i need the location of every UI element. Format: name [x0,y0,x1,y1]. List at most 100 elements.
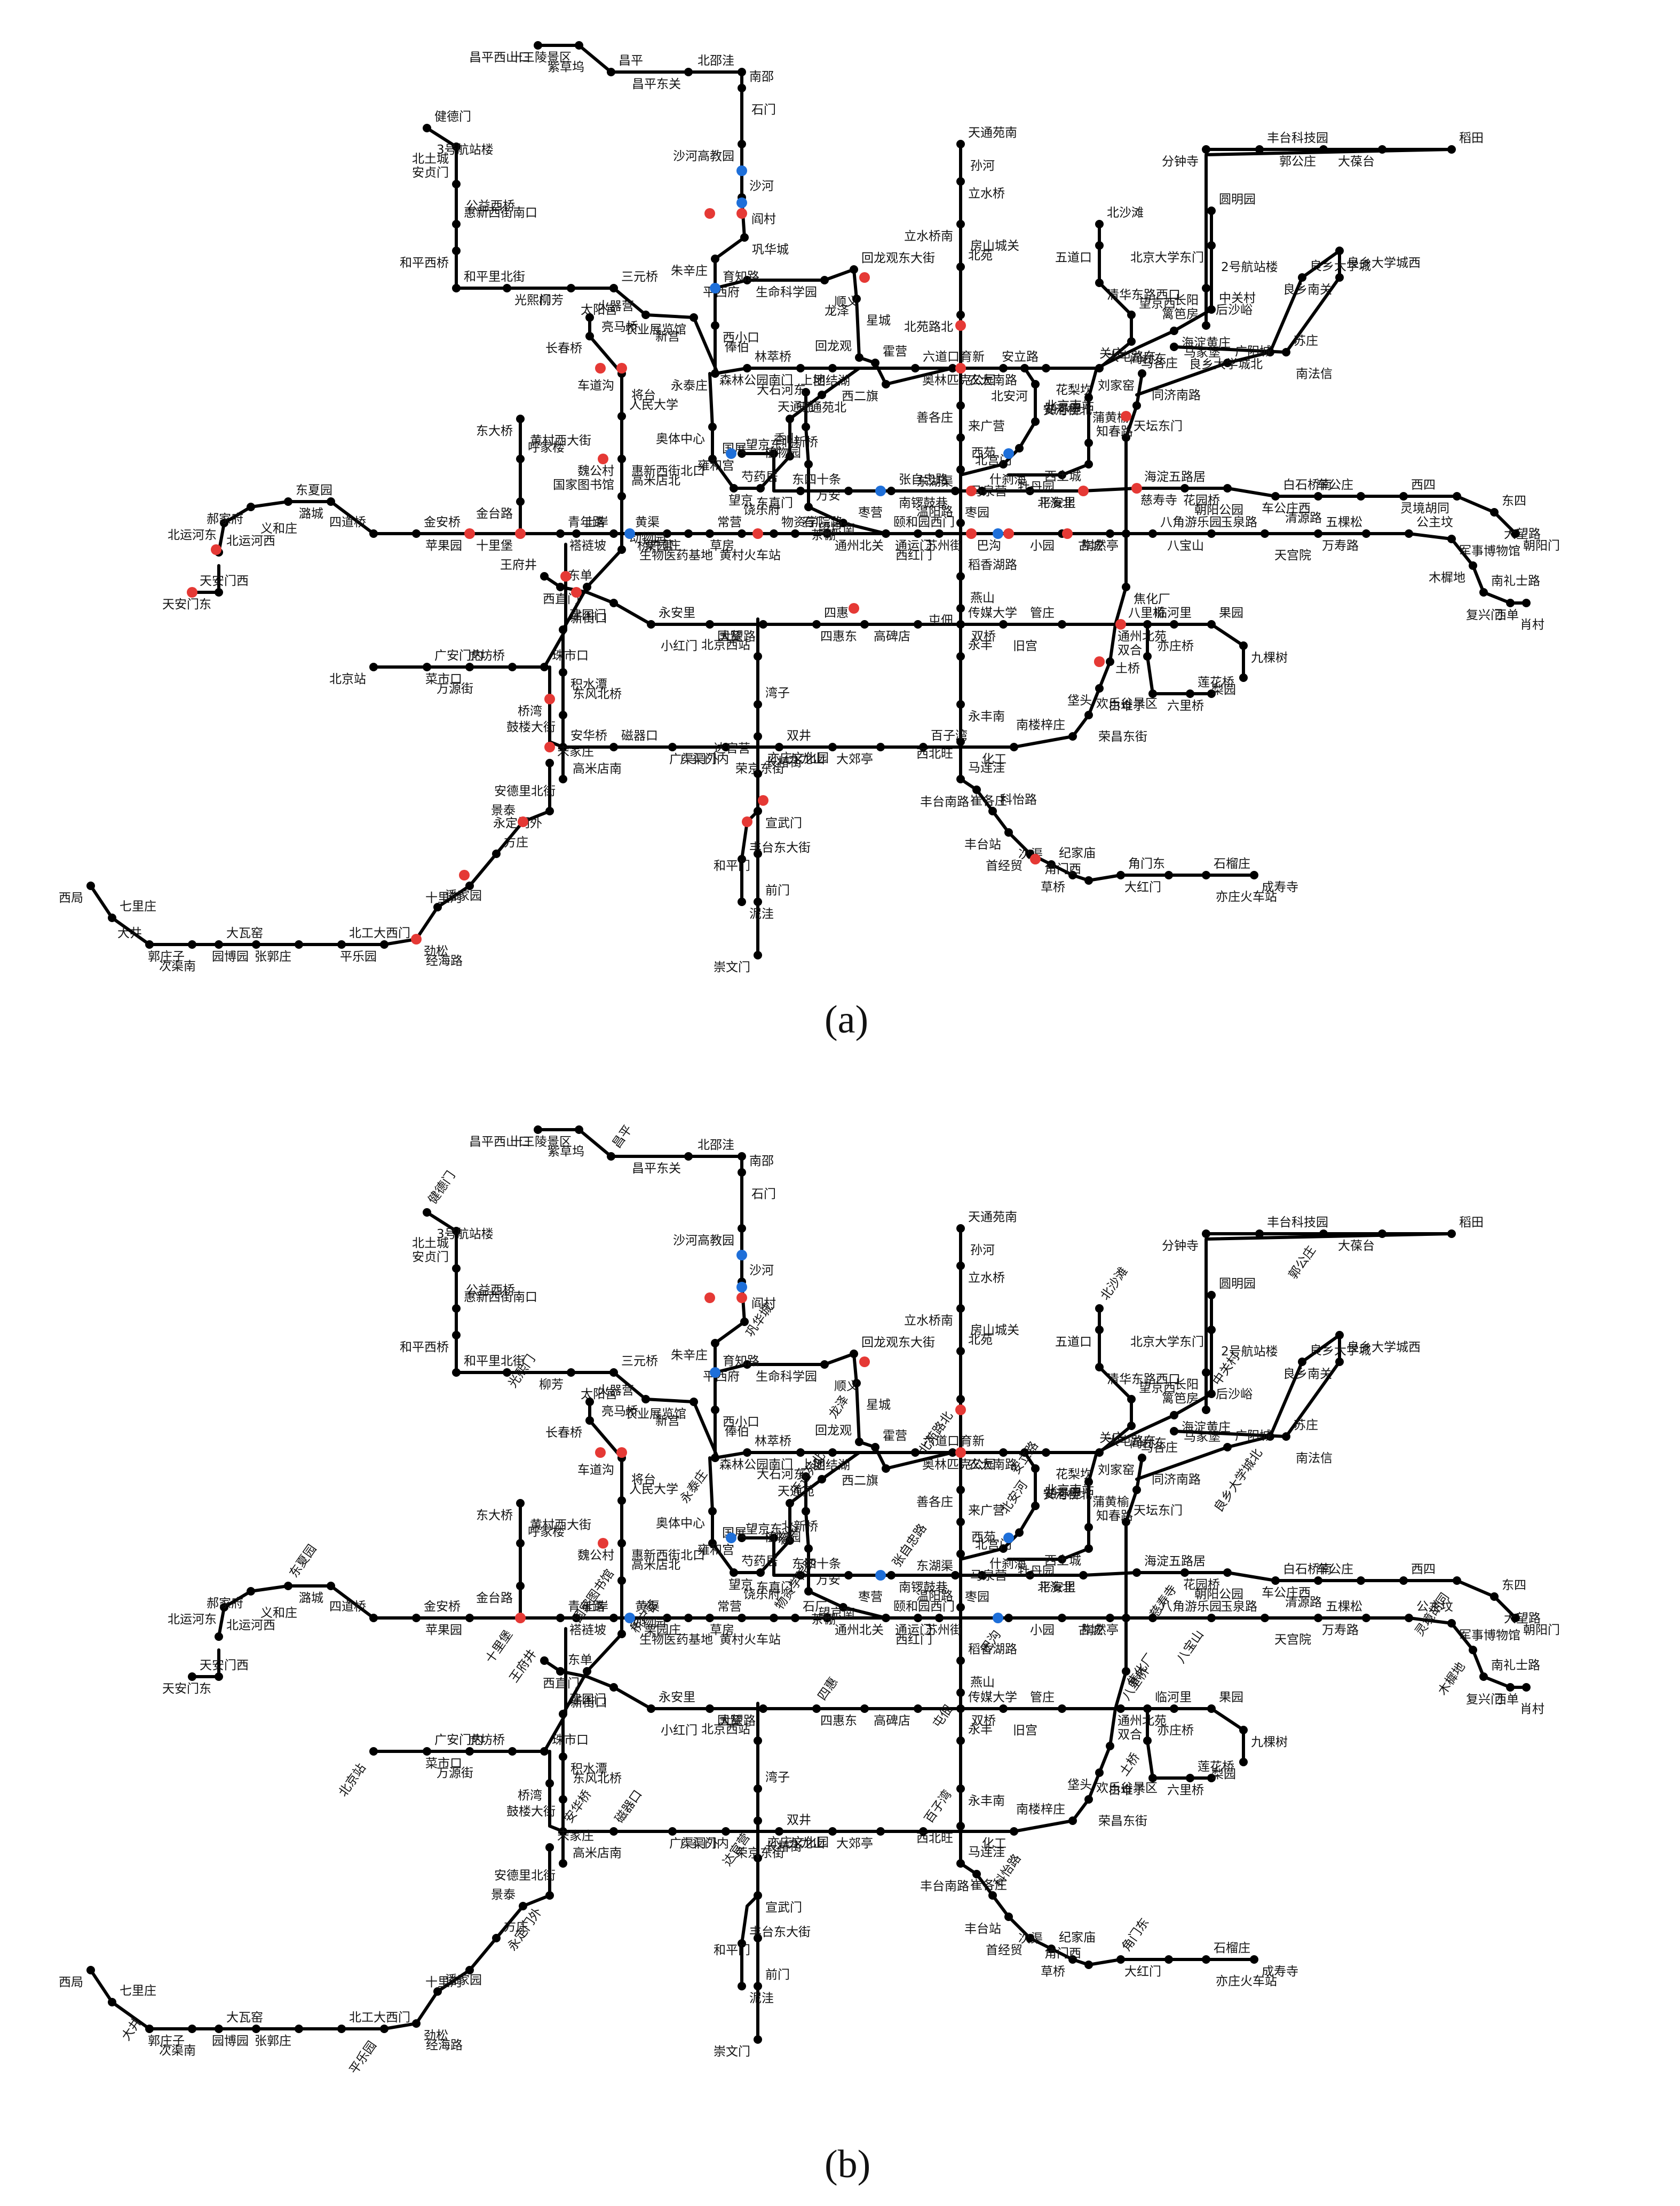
station-dot [812,1704,821,1713]
station-label: 北安河 [998,1479,1031,1517]
station-dot [1058,1704,1066,1713]
metro-line-20 [740,1894,759,1988]
station-label: 天安门西 [200,1659,249,1672]
station-label: 西直门 [543,1677,580,1691]
station-label: 大葆台 [1338,155,1375,169]
station-dot [951,1571,960,1580]
station-label: 泥洼 [749,907,774,921]
station-label: 大望路 [1504,527,1541,541]
station-label: 2号航站楼 [1221,260,1278,274]
station-dot [617,412,626,420]
station-label: 龙泽 [826,1393,852,1422]
station-dot [791,1614,799,1622]
station-label: 传媒大学 [968,1691,1017,1704]
station-label: 生命科学园 [756,285,817,299]
station-dot [951,487,960,495]
station-label: 莲花桥 [1198,676,1234,689]
station-label: 草房 [710,539,734,553]
station-label: 立水桥 [968,1271,1005,1285]
station-dot [1239,641,1248,650]
station-label: 西局 [59,1975,83,1989]
station-dot [617,1496,626,1505]
station-dot [327,1582,335,1590]
station-label: 奥林匹克公园 [922,374,996,387]
station-dot [1031,380,1040,388]
transfer-station-red [571,587,582,598]
transfer-station-blue [710,1367,720,1378]
station-label: 芍药居 [741,1554,778,1568]
station-dot [617,492,626,501]
station-dot [465,663,474,671]
station-dot [738,1224,746,1233]
station-dot [583,583,591,591]
station-label: 通州北关 [835,539,884,553]
station-label: 珠市口 [552,649,589,663]
station-dot [956,1347,965,1355]
station-dot [1314,529,1322,538]
station-label: 临河里 [1155,606,1192,620]
station-label: 高碑店 [874,1714,910,1728]
station-label: 张自忠路 [899,473,948,487]
station-label: 复兴门 [1466,1693,1503,1707]
transfer-station-red [758,795,768,806]
station-label: 物资学院路 [781,515,843,529]
station-dot [1095,241,1104,250]
station-label: 张郭庄 [255,2034,291,2048]
station-label: 古城 [1078,1623,1103,1637]
station-label: 饶乐府 [743,1588,780,1601]
transfer-station-red [1115,619,1126,630]
station-label: 光熙门 [514,293,551,307]
station-dot [956,1822,965,1830]
station-label: 北新桥 [781,435,818,449]
station-dot [1079,1571,1088,1580]
station-label: 呼家楼 [528,1525,565,1539]
transfer-station-red [211,544,221,555]
station-label: 金安桥 [424,515,461,529]
station-label: 鼓楼大街 [506,720,556,734]
station-label: 双桥 [971,1714,996,1728]
station-label: 石榴庄 [1214,857,1250,871]
station-dot [545,1843,554,1852]
station-label: 次渠南 [159,959,196,973]
station-label: 惠新西街北口 [631,1549,705,1562]
station-label: 郝家府 [207,1597,243,1610]
station-dot [1239,1726,1248,1734]
station-dot [215,1632,223,1641]
station-dot [754,951,762,959]
station-label: 东四 [1502,494,1526,508]
station-dot [1223,359,1232,367]
station-dot [1399,492,1408,501]
transfer-station-red [1094,656,1105,667]
station-label: 北京南站 [1045,1483,1094,1497]
station-dot [1122,529,1130,538]
station-dot [1335,1331,1344,1339]
station-label: 义和庄 [260,522,297,536]
station-label: 南邵 [749,1154,774,1168]
station-dot [1250,871,1258,879]
station-dot [711,1339,719,1347]
station-dot [1084,1961,1093,1969]
station-label: 大葆台 [1338,1239,1375,1253]
station-label: 苏庄 [1294,1418,1318,1432]
station-label: 马家堡 [1184,346,1221,360]
station-dot [1255,145,1264,154]
station-label: 来广营 [968,1504,1005,1518]
station-dot [1314,1614,1322,1622]
station-label: 次渠 [1018,1932,1043,1946]
station-dot [770,529,778,538]
station-dot [1405,529,1413,538]
transfer-station-red [1030,854,1041,864]
station-label: 荣昌东街 [1098,730,1147,744]
transfer-station-red [1062,528,1073,539]
station-dot [188,2025,196,2033]
station-label: 知春里 [1044,1487,1081,1501]
station-label: 平乐园 [347,2039,379,2077]
station-label: 广渠门外 [669,752,718,766]
station-dot [1122,1614,1130,1622]
station-label: 奥体中心 [656,1517,705,1530]
station-dot [641,311,650,319]
station-dot [956,263,965,271]
station-label: 旧宫 [1013,639,1037,653]
station-dot [1170,620,1178,629]
station-label: 焦化厂 [1134,592,1170,606]
